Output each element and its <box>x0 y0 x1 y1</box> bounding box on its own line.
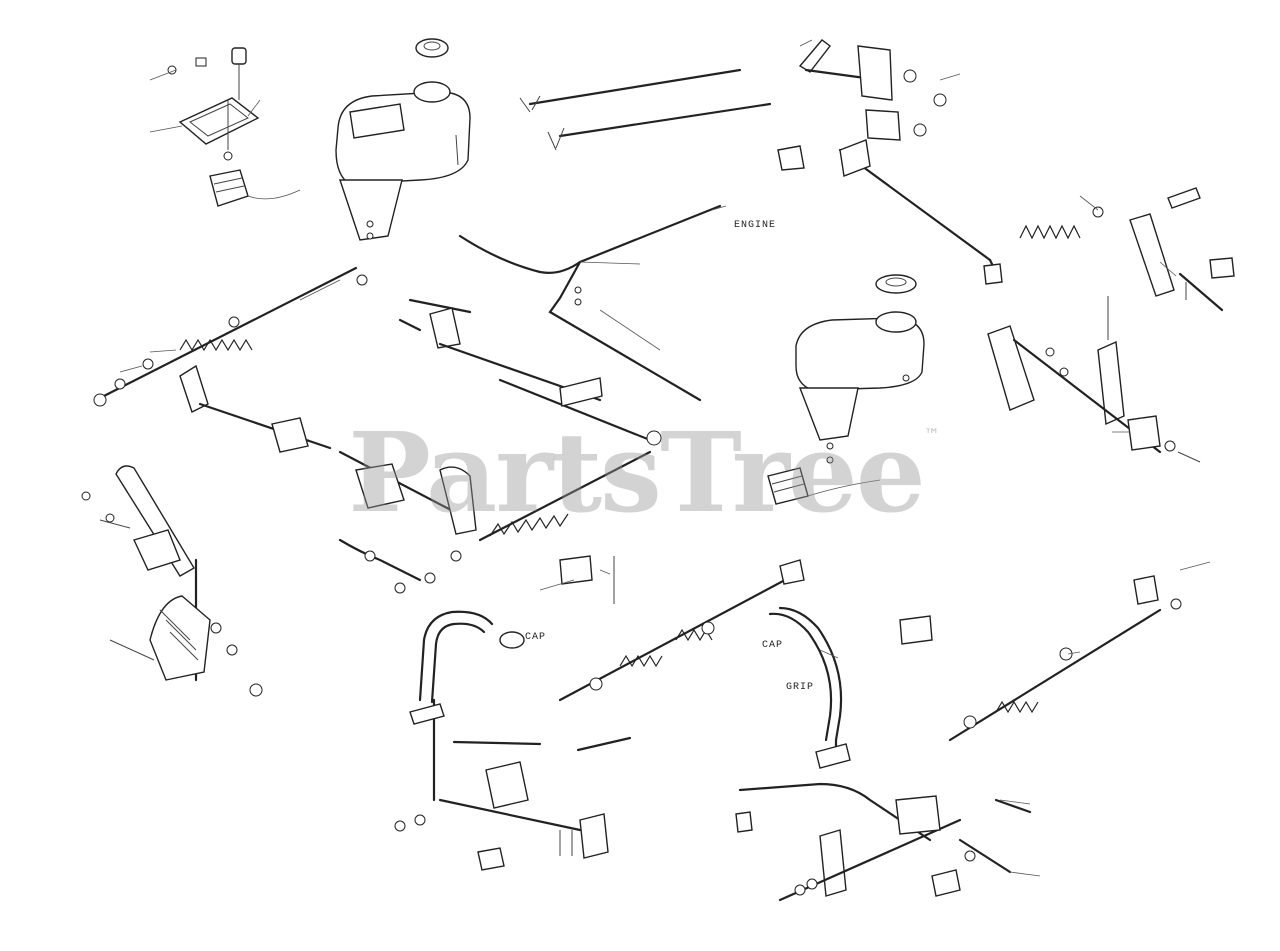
grip-hose-left <box>409 610 525 802</box>
fuel-tank-right <box>767 274 925 505</box>
callout-leaders <box>119 39 1211 877</box>
pedal-assembly-left <box>81 465 263 697</box>
grip-label: GRIP <box>786 682 815 693</box>
cap-label-left: CAP <box>525 632 547 643</box>
lever-linkage-top-right <box>777 39 1003 285</box>
bracket-panel-right <box>987 296 1201 463</box>
center-cable-springs <box>558 555 805 702</box>
engine-cable <box>458 204 722 402</box>
brake-arm-right <box>1019 187 1235 312</box>
right-cable-springs <box>899 575 1182 742</box>
center-linkage-bars <box>398 298 662 446</box>
engine-label: ENGINE <box>734 220 777 231</box>
fuel-tank-left <box>335 38 471 241</box>
bottom-center-brackets <box>394 736 632 871</box>
control-plate-assembly <box>167 47 301 207</box>
left-rod-assembly <box>93 266 368 453</box>
bottom-right-brackets <box>735 782 1032 902</box>
cap-label-right: CAP <box>762 640 784 651</box>
throttle-cables <box>519 68 772 151</box>
grip-hose-right <box>768 606 851 769</box>
middle-spring-rod <box>338 450 652 594</box>
